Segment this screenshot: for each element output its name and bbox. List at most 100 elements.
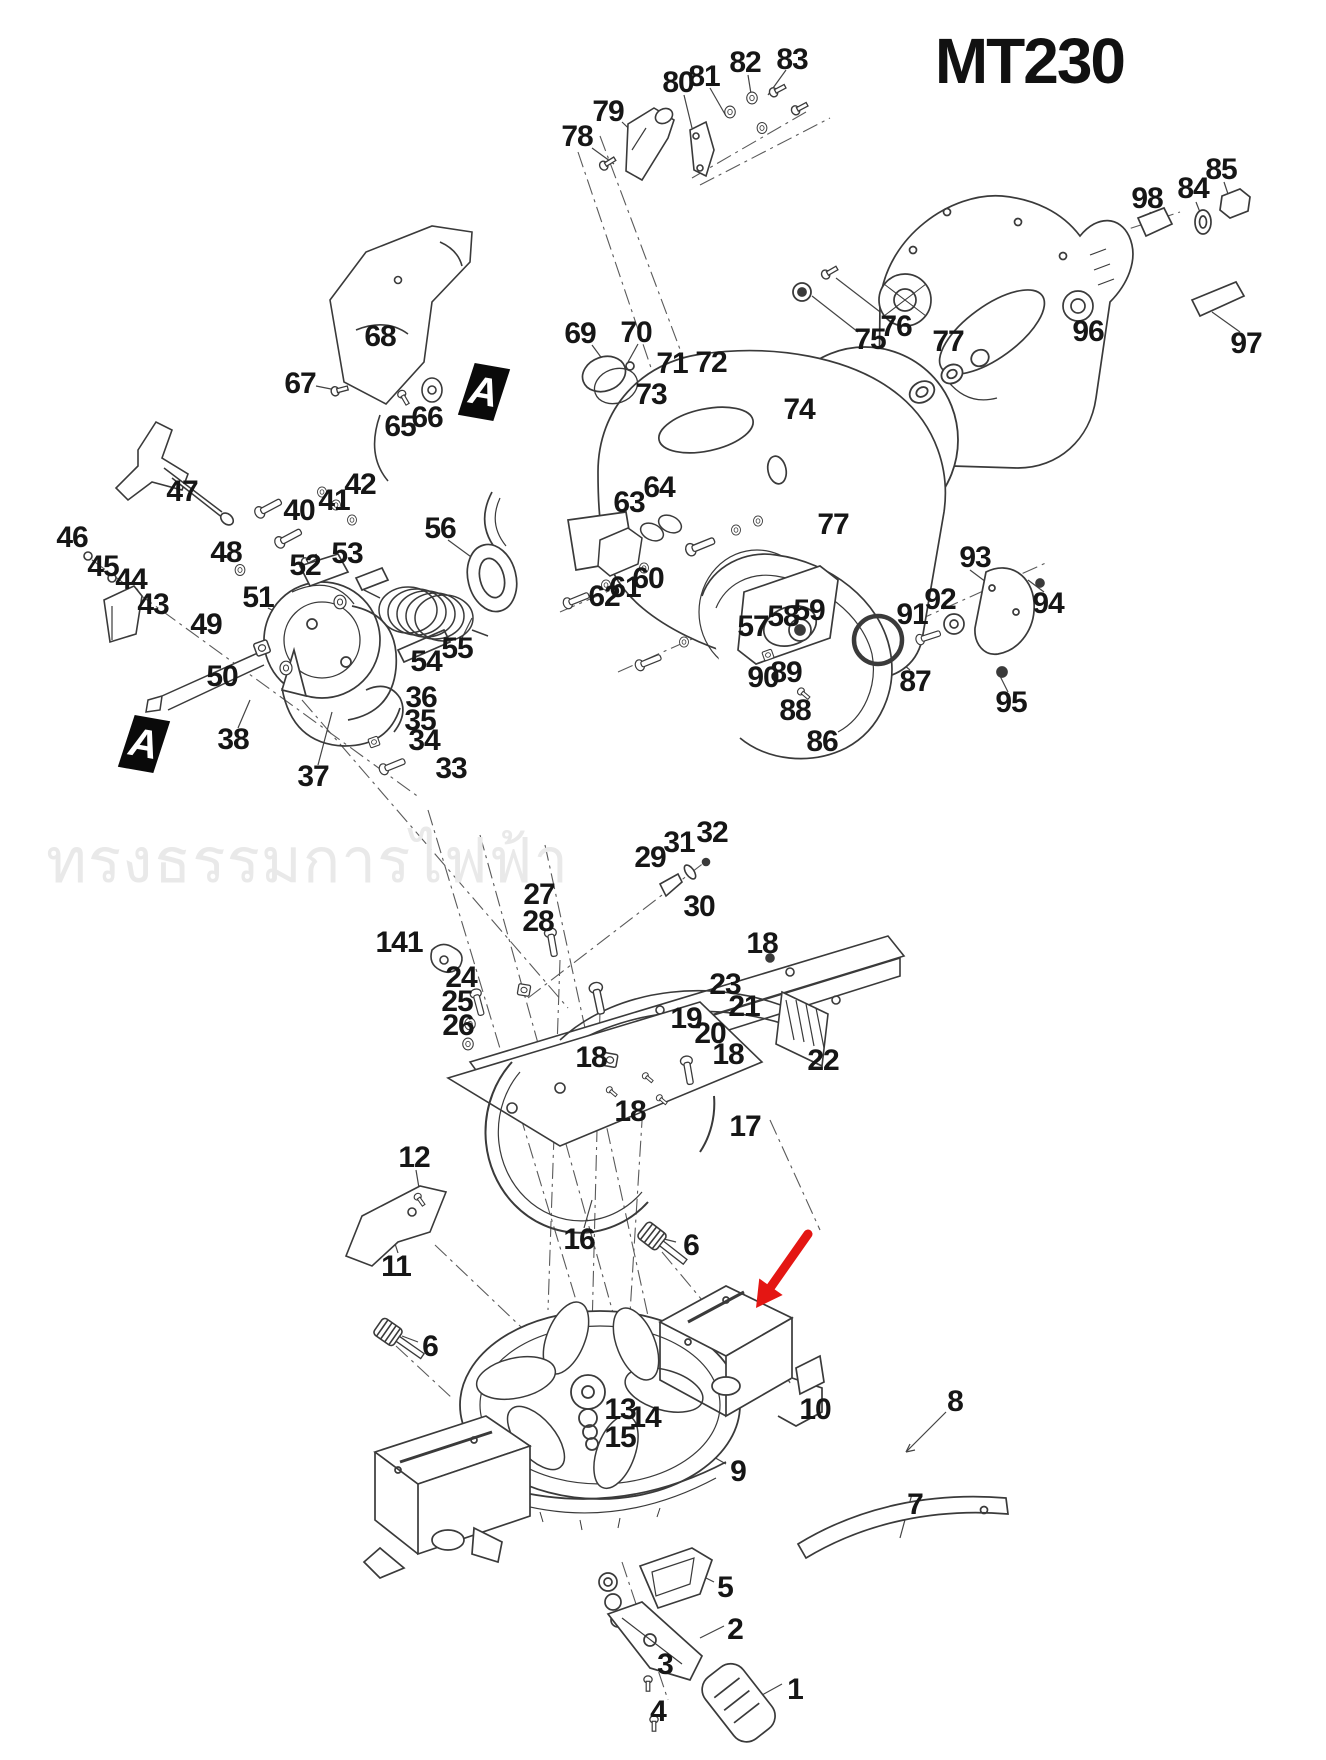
part-label-50: 50 (206, 660, 238, 693)
part-label-74: 74 (783, 393, 815, 426)
part-label-64: 64 (643, 471, 675, 504)
part-label-38: 38 (217, 723, 249, 756)
part-label-54: 54 (410, 645, 442, 678)
part-label-5: 5 (717, 1571, 734, 1604)
part-label-67: 67 (284, 367, 316, 400)
part-label-32: 32 (696, 816, 728, 849)
part-label-18: 18 (575, 1041, 607, 1074)
part-label-85: 85 (1205, 153, 1237, 186)
part-label-141: 141 (375, 926, 423, 959)
part-label-53: 53 (331, 537, 363, 570)
part-label-63: 63 (613, 486, 645, 519)
part-label-87: 87 (899, 665, 931, 698)
part-label-58: 58 (767, 600, 799, 633)
part-label-16: 16 (563, 1223, 595, 1256)
part-label-68: 68 (364, 320, 396, 353)
part-label-82: 82 (729, 46, 761, 79)
part-label-84: 84 (1177, 172, 1209, 205)
hinge-hardware (561, 514, 799, 673)
part-label-18: 18 (712, 1038, 744, 1071)
part-label-10: 10 (799, 1393, 831, 1426)
part-label-81: 81 (688, 60, 720, 93)
part-label-22: 22 (807, 1044, 839, 1077)
part-label-77: 77 (932, 325, 964, 358)
part-label-36: 36 (405, 681, 437, 714)
part-label-20: 20 (694, 1017, 726, 1050)
part-label-26: 26 (442, 1009, 474, 1042)
part-label-15: 15 (604, 1421, 636, 1454)
part-label-42: 42 (344, 468, 376, 501)
ring-and-holder (344, 1061, 716, 1366)
part-label-18: 18 (614, 1095, 646, 1128)
part-label-79: 79 (592, 95, 624, 128)
part-label-66: 66 (411, 401, 443, 434)
part-label-43: 43 (137, 588, 169, 621)
part-label-98: 98 (1131, 182, 1163, 215)
part-label-8: 8 (947, 1385, 964, 1418)
part-label-88: 88 (779, 694, 811, 727)
part-label-59: 59 (793, 594, 825, 627)
part-label-12: 12 (398, 1141, 430, 1174)
part-label-33: 33 (435, 752, 467, 785)
part-label-65: 65 (384, 410, 416, 443)
lock-knob-assembly (83, 420, 306, 644)
part-label-96: 96 (1072, 315, 1104, 348)
part-label-56: 56 (424, 512, 456, 545)
part-label-71: 71 (656, 347, 688, 380)
part-label-92: 92 (924, 583, 956, 616)
part-label-23: 23 (709, 968, 741, 1001)
part-label-30: 30 (683, 890, 715, 923)
part-label-14: 14 (629, 1401, 661, 1434)
part-label-6: 6 (683, 1229, 700, 1262)
fence-arm-assembly (430, 857, 906, 1147)
part-label-72: 72 (695, 346, 727, 379)
guard-holder-bracket (252, 225, 473, 570)
part-label-69: 69 (564, 317, 596, 350)
part-label-2: 2 (727, 1613, 744, 1646)
part-label-89: 89 (770, 656, 802, 689)
part-label-6: 6 (422, 1330, 439, 1363)
model-title: MT230 (934, 25, 1126, 97)
part-label-37: 37 (297, 760, 329, 793)
part-label-34: 34 (408, 724, 440, 757)
part-label-48: 48 (210, 536, 242, 569)
part-label-94: 94 (1032, 587, 1064, 620)
part-label-3: 3 (657, 1648, 674, 1681)
part-label-75: 75 (854, 323, 886, 356)
part-label-29: 29 (634, 841, 666, 874)
part-label-40: 40 (283, 494, 315, 527)
part-label-93: 93 (959, 541, 991, 574)
part-label-28: 28 (522, 905, 554, 938)
part-label-11: 11 (381, 1250, 412, 1283)
gear-housing (145, 543, 518, 777)
part-label-13: 13 (604, 1393, 636, 1426)
part-label-70: 70 (620, 316, 652, 349)
part-label-44: 44 (115, 563, 147, 596)
part-label-41: 41 (318, 484, 350, 517)
part-label-95: 95 (995, 686, 1027, 719)
part-label-90: 90 (747, 661, 779, 694)
part-label-4: 4 (650, 1695, 667, 1728)
part-label-52: 52 (289, 549, 321, 582)
part-label-55: 55 (441, 632, 473, 665)
part-label-49: 49 (190, 608, 222, 641)
part-label-73: 73 (635, 378, 667, 411)
part-label-7: 7 (907, 1488, 924, 1521)
part-label-21: 21 (728, 990, 760, 1023)
part-label-45: 45 (87, 550, 119, 583)
part-label-61: 61 (609, 571, 641, 604)
link-lever-assembly (597, 81, 811, 182)
watermark-text: ทรงธรรมการไฟฟ้า (46, 824, 570, 897)
part-label-25: 25 (441, 985, 473, 1018)
lower-blade-case (701, 553, 1045, 760)
part-label-18: 18 (746, 927, 778, 960)
part-label-31: 31 (663, 826, 695, 859)
part-label-27: 27 (523, 878, 555, 911)
part-label-62: 62 (588, 580, 620, 613)
part-label-80: 80 (662, 66, 694, 99)
coil-spring (363, 586, 489, 642)
part-label-17: 17 (729, 1110, 761, 1143)
part-label-57: 57 (737, 610, 769, 643)
